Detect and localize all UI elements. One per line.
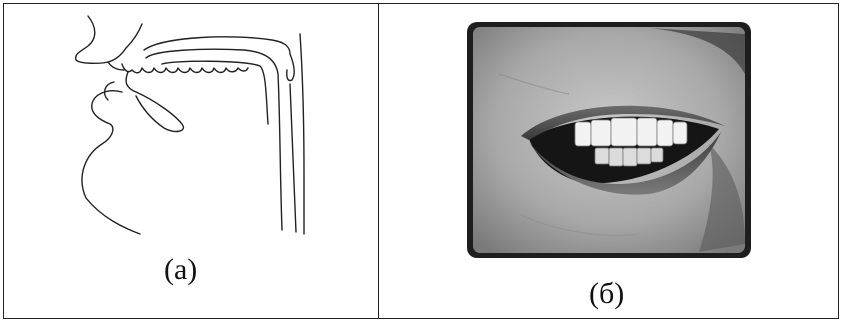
panel-a: (а) bbox=[4, 4, 379, 318]
mouth-sagittal-drawing bbox=[4, 4, 376, 254]
lips-teeth-photo bbox=[459, 14, 759, 270]
caption-a: (а) bbox=[164, 255, 197, 285]
panel-b: (б) bbox=[379, 4, 838, 318]
caption-b: (б) bbox=[589, 279, 624, 309]
figure-table: (а) bbox=[3, 3, 839, 319]
